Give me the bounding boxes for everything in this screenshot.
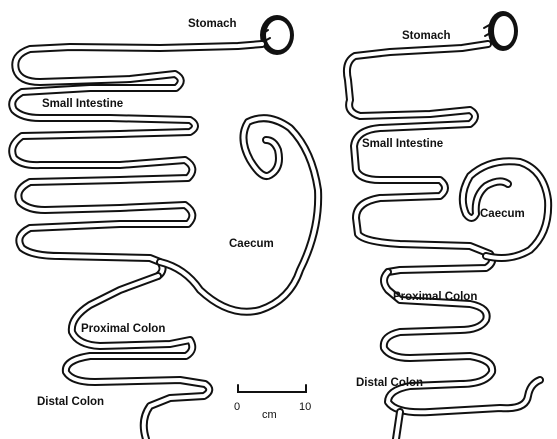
- left-specimen: Stomach Small Intestine Caecum Proximal …: [12, 15, 318, 439]
- right-stomach-label: Stomach: [402, 30, 451, 42]
- left-caecum-label: Caecum: [229, 238, 274, 250]
- right-caecum-label: Caecum: [480, 208, 525, 220]
- left-small-intestine-label: Small Intestine: [42, 98, 123, 110]
- right-small-intestine-label: Small Intestine: [362, 138, 443, 150]
- right-specimen: Stomach Small Intestine Caecum Proximal …: [347, 11, 548, 439]
- scale-bar-unit-label: cm: [262, 409, 277, 421]
- scale-bar-start-label: 0: [234, 401, 240, 413]
- left-stomach-label: Stomach: [188, 18, 237, 30]
- right-proximal-colon-label: Proximal Colon: [393, 291, 477, 303]
- left-stomach-shape: [260, 15, 294, 55]
- right-distal-colon-label: Distal Colon: [356, 377, 423, 389]
- scale-bar: 0 cm 10: [234, 385, 311, 421]
- left-proximal-colon-label: Proximal Colon: [81, 323, 165, 335]
- scale-bar-end-label: 10: [299, 401, 311, 413]
- left-distal-colon-label: Distal Colon: [37, 396, 104, 408]
